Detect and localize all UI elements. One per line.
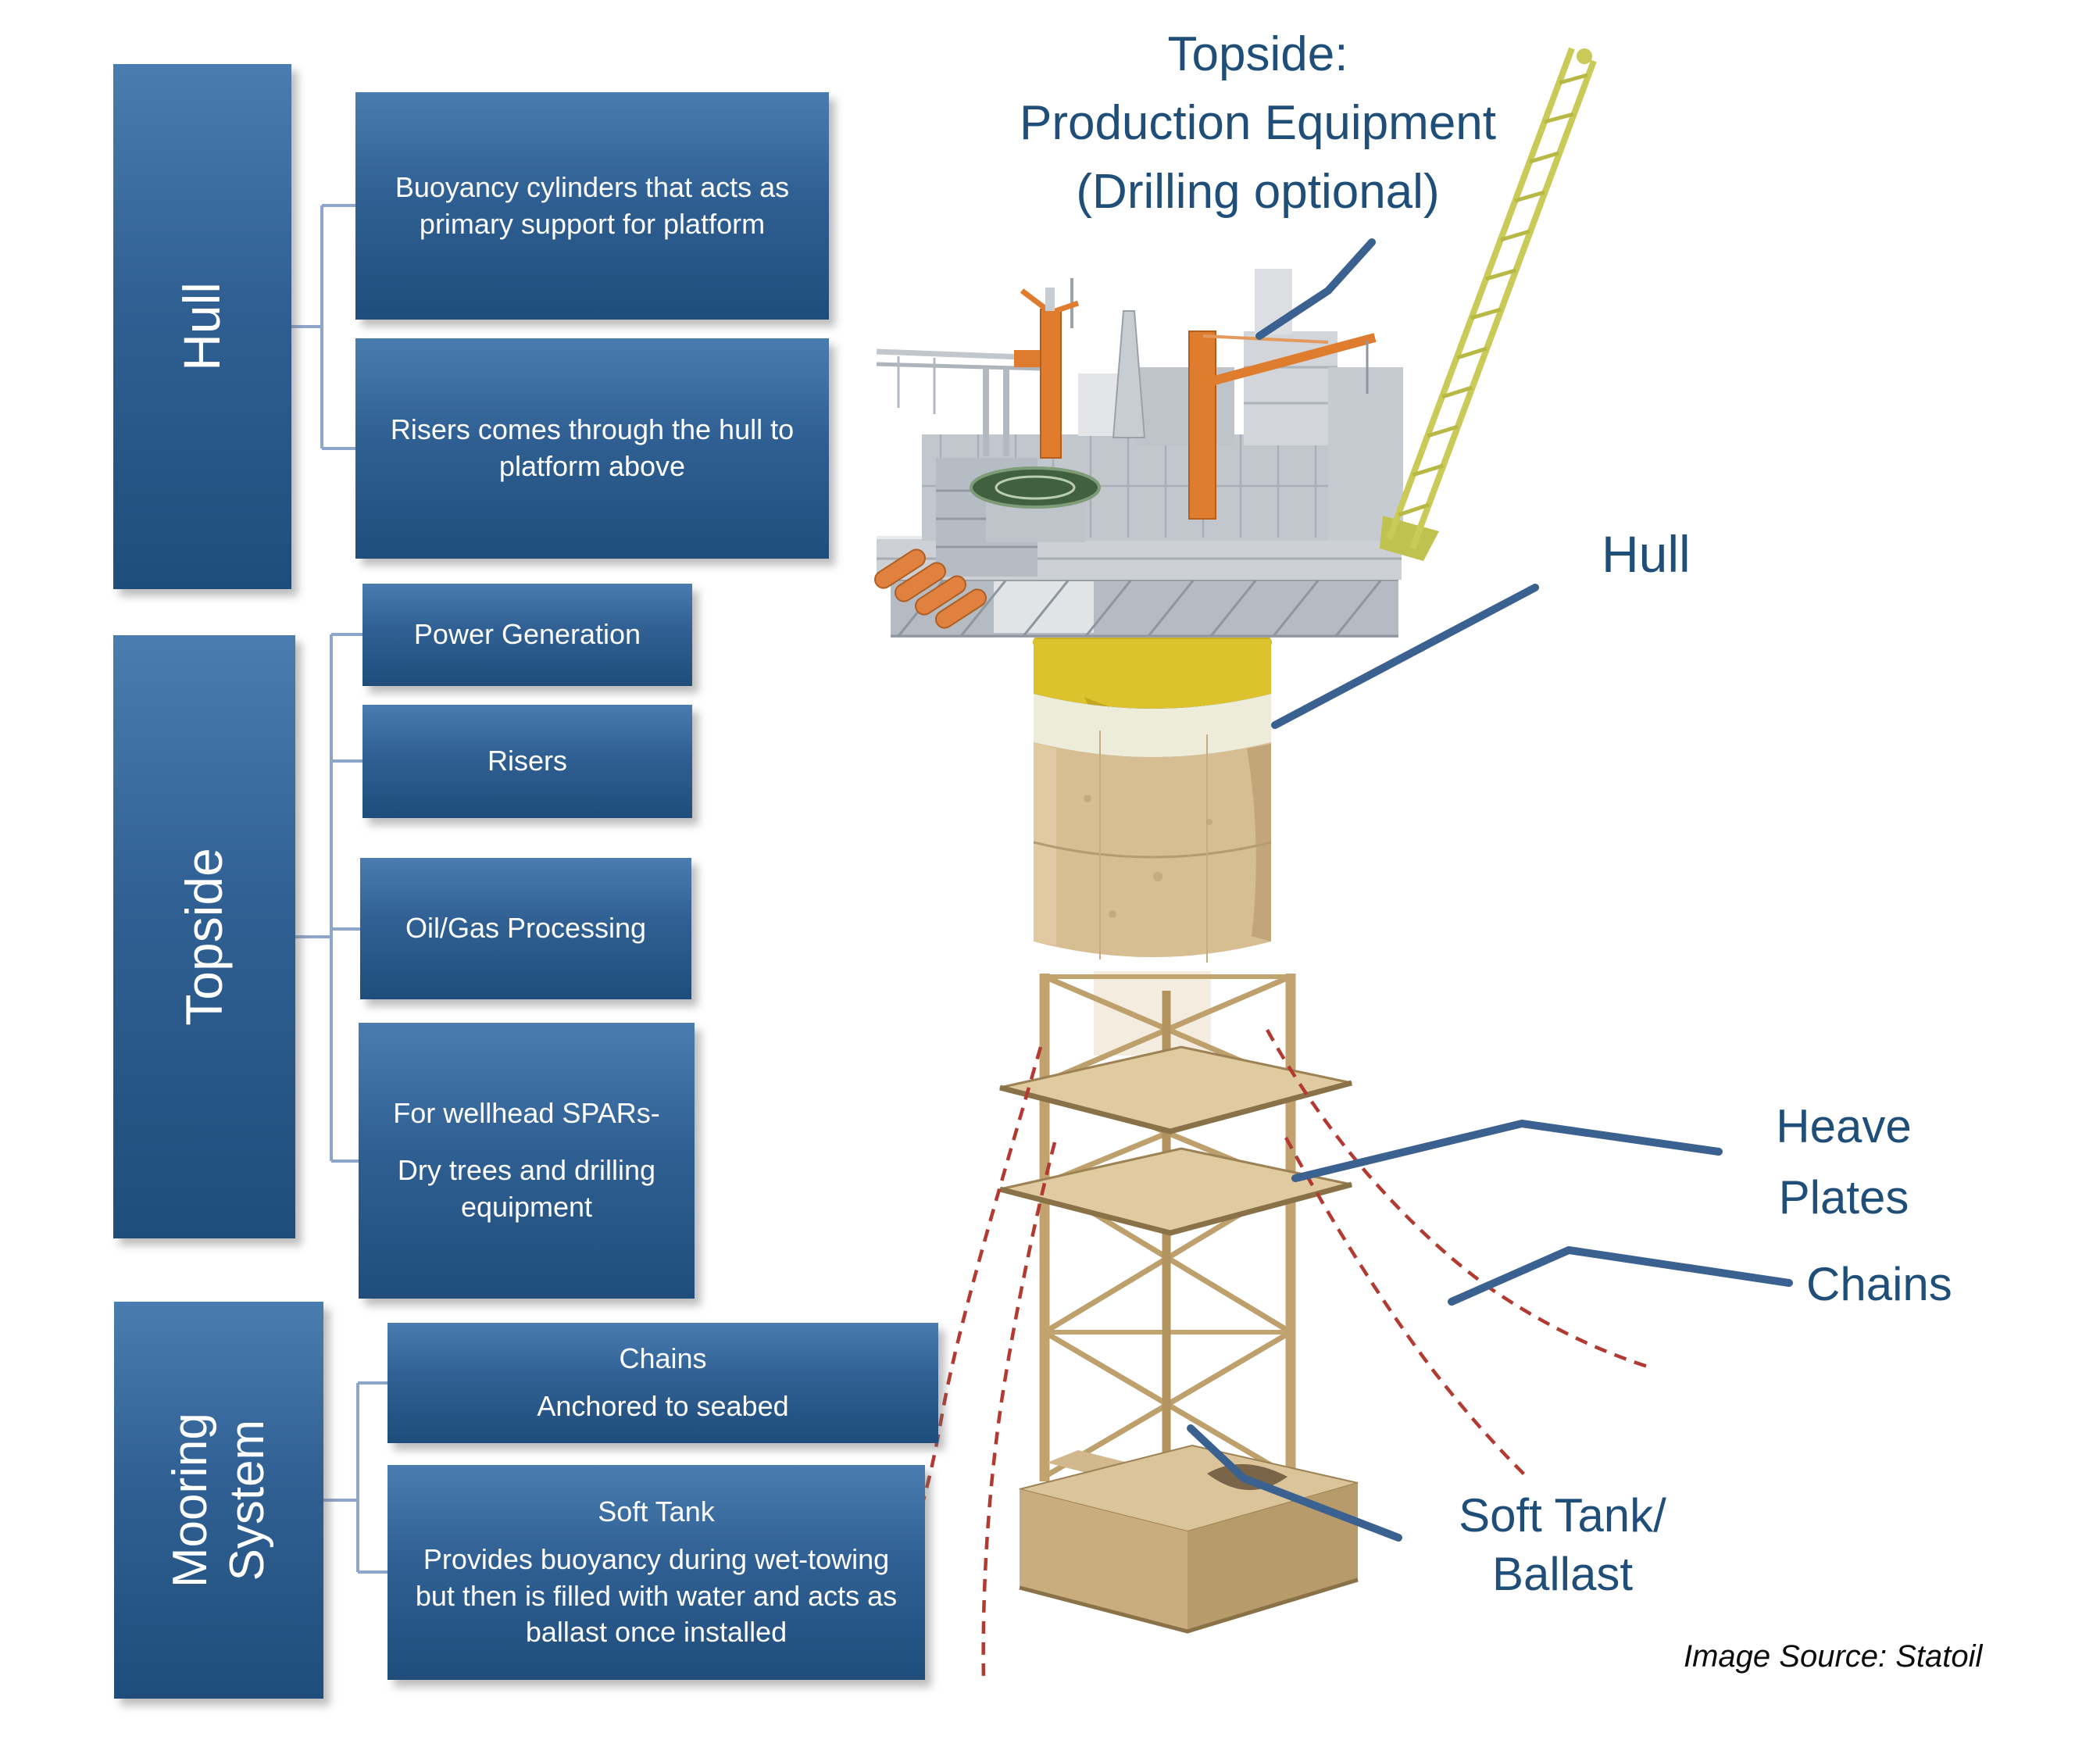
info-box-text: Chains [619,1342,707,1375]
image-source-credit: Image Source: Statoil [1684,1639,1983,1674]
crane-left-icon [876,348,1045,456]
callout-heave-plates [1291,1120,1723,1182]
soft-tank-shape [1019,1444,1359,1634]
category-label-topside: Topside [174,848,235,1026]
category-label-text: Hull [173,282,231,371]
heave-plates-label-line1: Heave [1776,1100,1912,1152]
hierarchy-connectors [291,204,388,1574]
chains-label: Chains [1806,1258,1952,1310]
info-box-risers-hull: Risers comes through the hull to platfor… [355,338,829,559]
soft-tank-label: Soft Tank/ Ballast [1406,1486,1719,1603]
callout-lines [1187,238,1793,1542]
topside-decks [877,269,1403,580]
crane-center-icon [1020,288,1080,459]
helipad [970,466,1101,542]
connector-hull [291,204,355,450]
heave-plates-shape [999,1045,1352,1236]
topside-title-line3: (Drilling optional) [1076,165,1440,219]
heave-plates-label-line2: Plates [1778,1171,1909,1224]
soft-tank-label-line2: Ballast [1491,1548,1634,1600]
info-box-power-generation: Power Generation [362,584,692,686]
info-box-text: Soft Tank [598,1495,715,1528]
hull-shading [1247,744,1271,942]
info-box-text: For wellhead SPARs- [393,1097,660,1130]
lifeboats-icon [874,548,987,629]
info-box-text: Oil/Gas Processing [405,912,647,945]
crane-right-icon [1188,331,1377,520]
hull-cylinder [1034,742,1271,957]
callout-chains [1448,1246,1793,1306]
topside-title-line2: Production Equipment [1019,96,1497,150]
topside-title: Topside: Production Equipment (Drilling … [887,20,1629,227]
crane-boom-icon [1380,47,1597,561]
category-label-text: System [220,1419,274,1581]
callout-soft-tank [1187,1424,1402,1542]
info-box-text: Dry trees and drilling equipment [397,1154,656,1223]
connector-mooring [323,1381,388,1574]
info-box-text: Power Generation [413,618,641,651]
spar-platform-image [874,47,1651,1682]
category-label-text: Topside [174,848,233,1026]
hull-label: Hull [1602,525,1691,583]
category-box-hull: Hull [113,64,291,589]
hull-yellow-band [1034,639,1271,709]
category-label-text: Mooring [162,1413,217,1588]
info-box-oil-gas-processing: Oil/Gas Processing [360,858,691,999]
info-box-chains: Chains Anchored to seabed [388,1323,938,1443]
heave-plates-label: Heave Plates [1742,1091,1945,1233]
category-box-topside: Topside [113,635,295,1238]
callout-topside [1255,238,1376,340]
topside-title-line1: Topside: [1167,27,1348,81]
info-box-risers-topside: Risers [362,705,692,818]
info-box-text: Provides buoyancy during wet-towing but … [415,1542,898,1649]
info-box-text: Anchored to seabed [537,1390,789,1422]
soft-tank-label-line1: Soft Tank/ [1459,1489,1666,1542]
connector-topside [295,633,362,1163]
info-box-text: Risers comes through the hull to platfor… [390,413,795,482]
info-box-wellhead-spars: For wellhead SPARs- Dry trees and drilli… [359,1023,695,1299]
category-box-mooring-system: Mooring System [114,1302,323,1699]
info-box-text: Risers [487,745,567,777]
underdeck-truss [891,578,1398,638]
info-box-text: Buoyancy cylinders that acts as primary … [395,170,790,240]
category-label-mooring-system: Mooring System [162,1413,276,1588]
info-box-soft-tank: Soft Tank Provides buoyancy during wet-t… [388,1465,925,1680]
category-label-hull: Hull [172,282,233,371]
info-box-buoyancy-cylinders: Buoyancy cylinders that acts as primary … [355,92,829,320]
callout-hull [1271,584,1539,729]
